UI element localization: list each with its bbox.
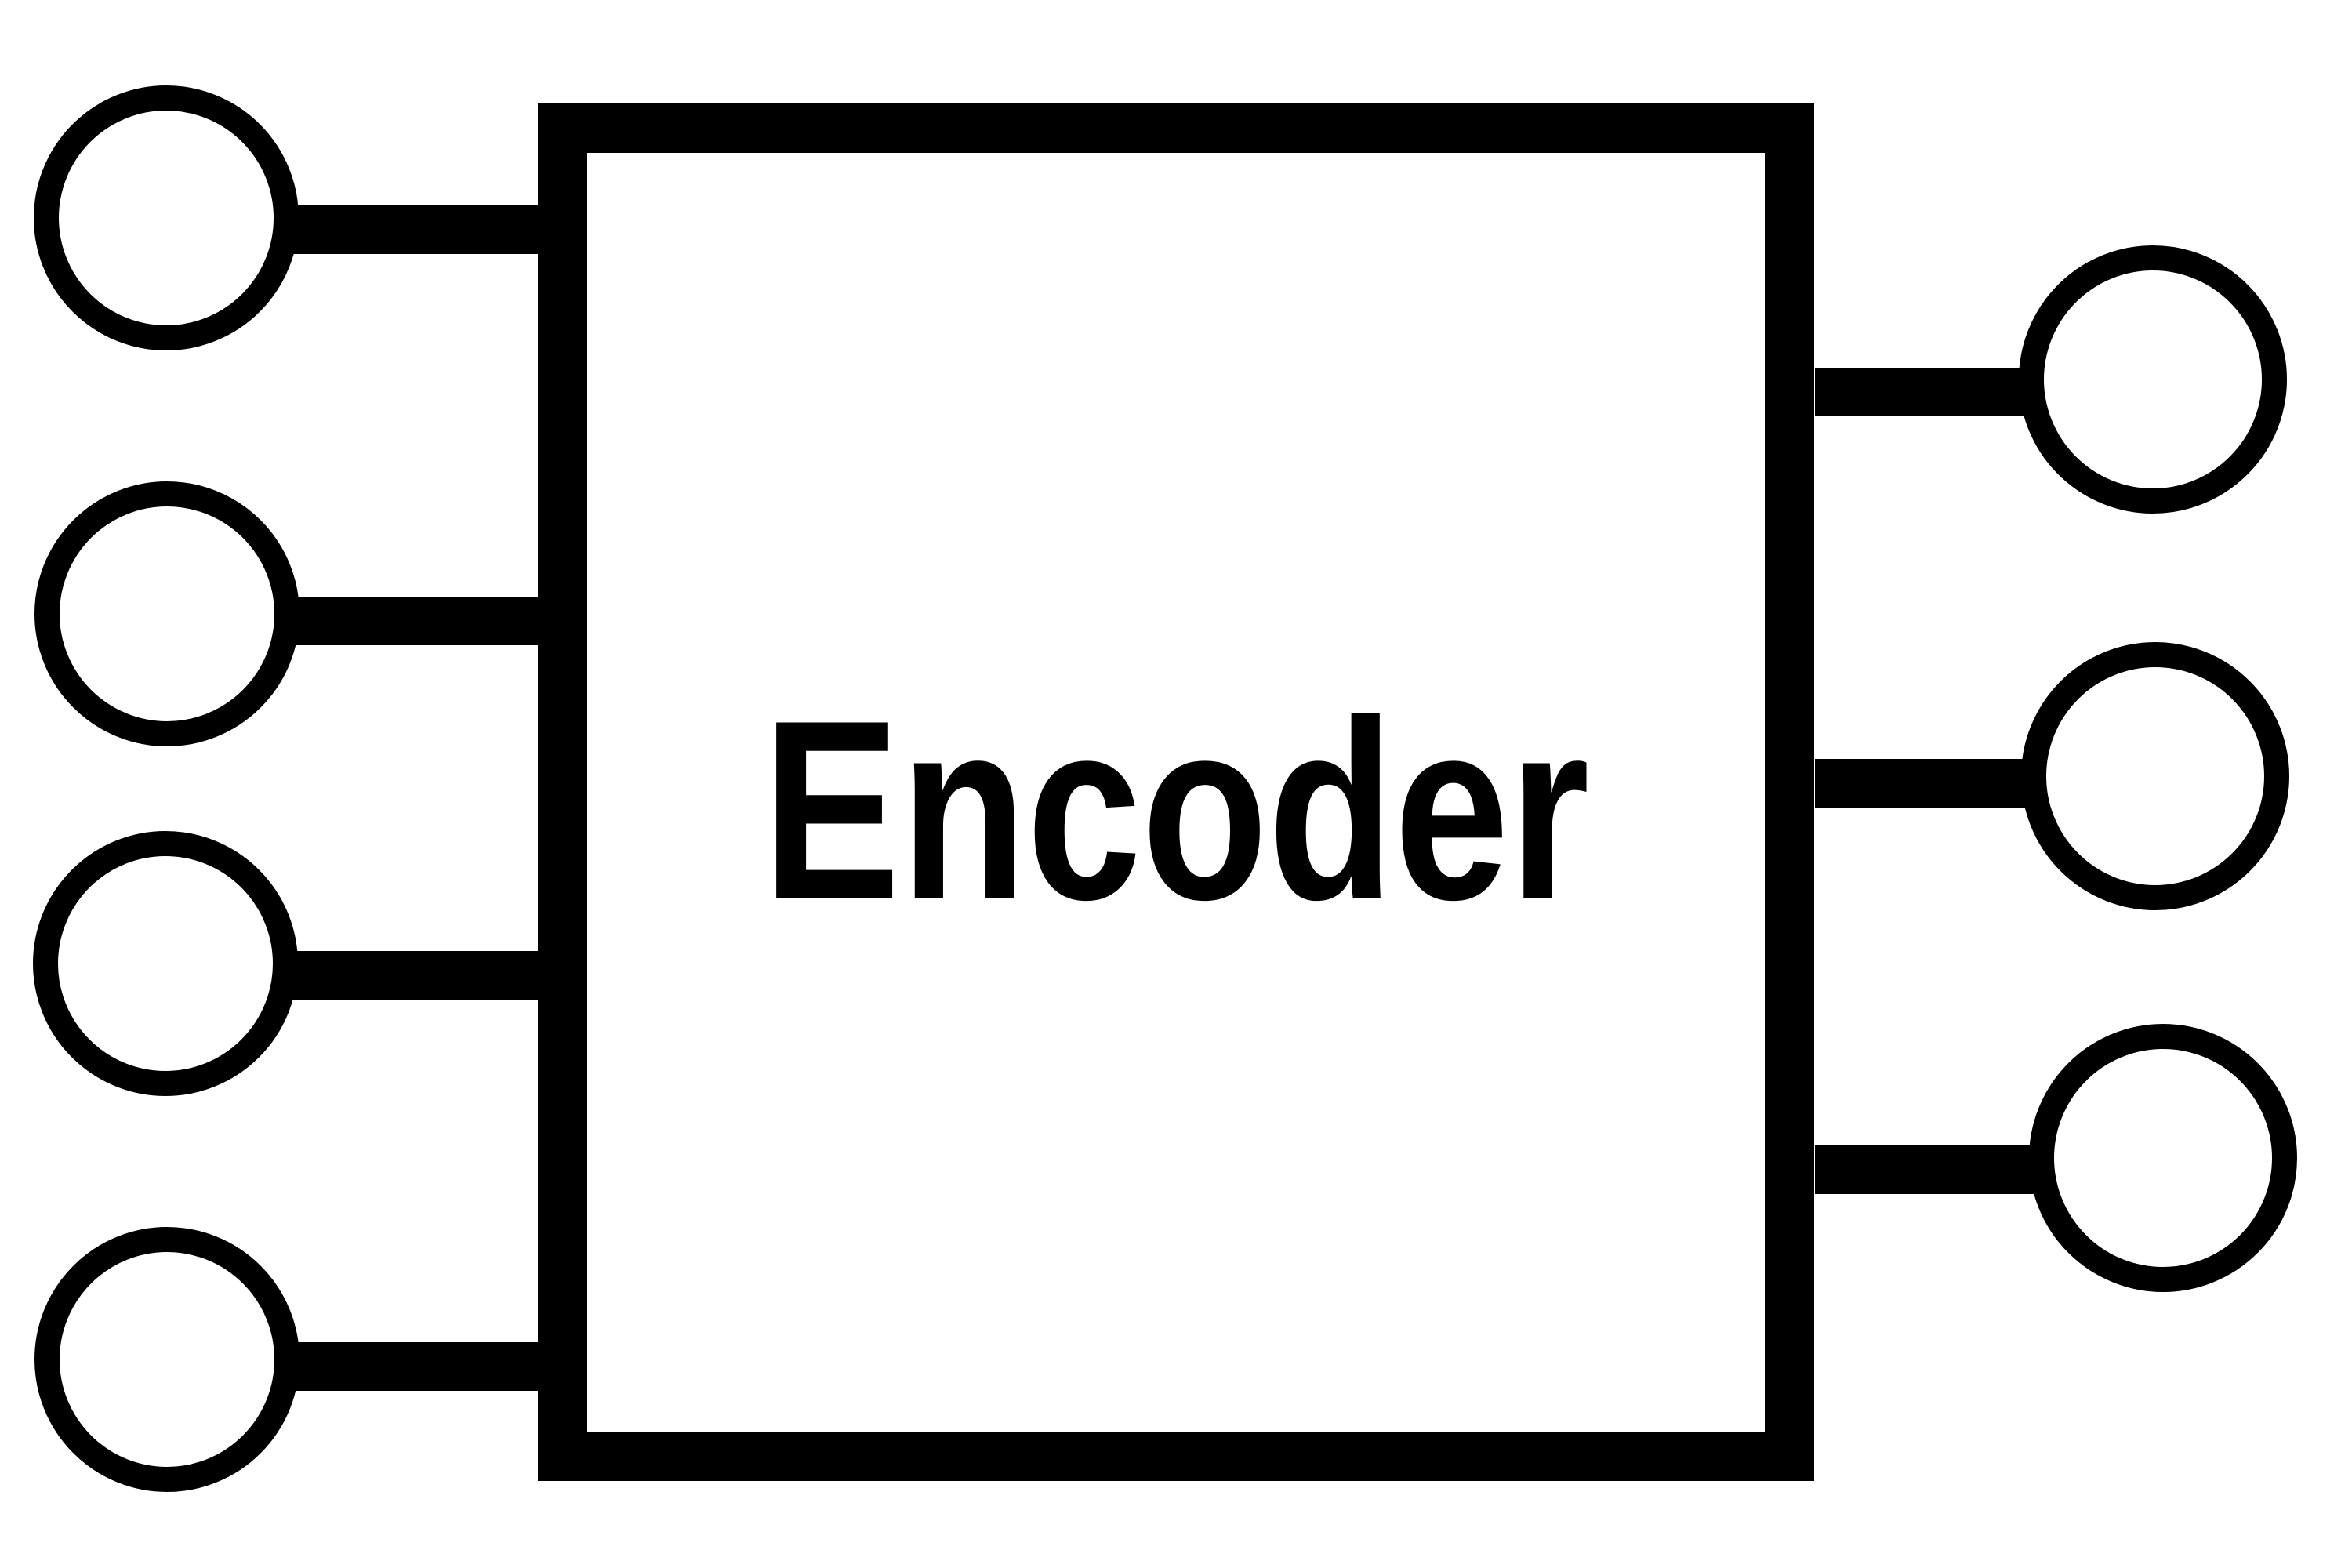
encoder-label: Encoder	[763, 667, 1590, 953]
input-line-4	[263, 1342, 561, 1391]
input-node-1	[34, 85, 299, 350]
input-line-2	[263, 597, 561, 645]
output-line-3	[1815, 1145, 2042, 1194]
input-connectors	[33, 85, 561, 1492]
output-node-1	[2019, 245, 2287, 514]
output-node-2	[2021, 642, 2289, 910]
output-connectors	[1815, 245, 2297, 1292]
output-line-1	[1815, 368, 2042, 416]
input-node-4	[34, 1227, 299, 1492]
output-node-3	[2029, 1024, 2297, 1292]
input-line-1	[263, 205, 561, 254]
input-line-3	[263, 951, 561, 1000]
encoder-block	[538, 103, 1814, 1481]
input-node-3	[33, 831, 298, 1096]
input-node-2	[34, 481, 299, 746]
output-line-2	[1815, 759, 2042, 808]
